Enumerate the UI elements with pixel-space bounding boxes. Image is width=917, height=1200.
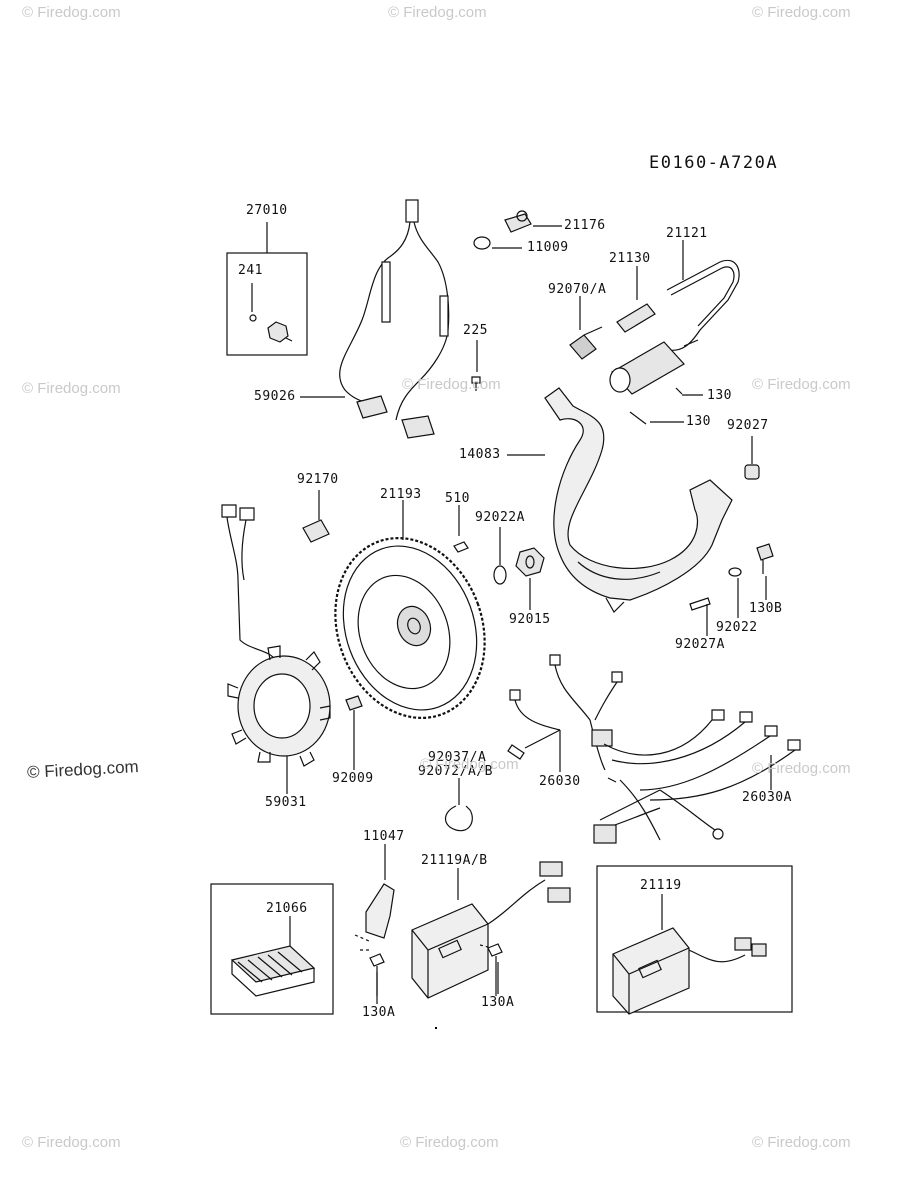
harness-59026-part [339,199,450,439]
label-59026: 59026 [254,389,296,404]
label-26030A: 26030A [742,790,792,805]
label-21066: 21066 [266,901,308,916]
key-510-part [453,541,469,553]
watermark: © Firedog.com [752,376,851,393]
spark-plug-92070-part [569,326,603,360]
washer-92022A-part [493,565,507,585]
label-92022: 92022 [716,620,758,635]
ring-11009-part [473,236,491,250]
regulator-21119AB-part [411,861,571,999]
label-14083: 14083 [459,447,501,462]
stray-dot [435,1027,437,1029]
kit-box-27010 [226,252,308,356]
regulator-21119-part [612,927,767,1015]
watermark: © Firedog.com [22,4,121,21]
label-92037: 92037/A [428,750,487,765]
plug-cap-21130-part [616,303,656,333]
drawing-code: E0160-A720A [649,153,779,173]
label-225: 225 [463,323,488,338]
watermark: © Firedog.com [22,380,121,397]
flywheel-cover-14083-part [544,387,733,613]
watermark: © Firedog.com [752,1134,851,1151]
watermark: © Firedog.com [752,760,851,777]
bolt-130-b-part [629,411,647,425]
rectifier-21066-part [230,945,316,997]
harness-26030A-part [593,709,801,844]
label-11009: 11009 [527,240,569,255]
kit-box-21119 [596,865,793,1013]
watermark: © Firedog.com [420,756,519,773]
flywheel-21193-part [334,537,486,719]
label-130-a: 130 [707,388,732,403]
label-21176: 21176 [564,218,606,233]
washer-92022-part [728,567,742,577]
label-241: 241 [238,263,263,278]
label-21121: 21121 [666,226,708,241]
bracket-11047-part [365,883,395,939]
bolt-130-a-part [675,387,683,395]
band-92037-part [444,805,473,832]
switch-21176-part [504,210,532,233]
sensor-241-part [249,314,293,343]
watermark: © Firedog.com [400,1134,499,1151]
label-26030: 26030 [539,774,581,789]
label-92015: 92015 [509,612,551,627]
label-130B: 130B [749,601,783,616]
label-11047: 11047 [363,829,405,844]
label-92070: 92070/A [548,282,607,297]
label-130-b: 130 [686,414,711,429]
label-21193: 21193 [380,487,422,502]
screw-225-part [471,376,481,391]
label-92170: 92170 [297,472,339,487]
dashed-assembly-lines [354,934,489,951]
label-21130: 21130 [609,251,651,266]
label-92022A: 92022A [475,510,525,525]
watermark: © Firedog.com [402,376,501,393]
bolt-130B-part [756,543,774,574]
label-92009: 92009 [332,771,374,786]
spacer-92027-part [744,464,760,480]
label-510: 510 [445,491,470,506]
label-130A-right: 130A [481,995,515,1010]
label-92072: 92072/A/B [418,764,493,779]
cable-21121-part [666,259,740,351]
label-59031: 59031 [265,795,307,810]
stator-59031-part [221,504,331,767]
watermark: © Firedog.com [752,4,851,21]
harness-26030-part [507,654,623,771]
label-130A-left: 130A [362,1005,396,1020]
label-92027: 92027 [727,418,769,433]
bolt-92027A-part [689,597,711,611]
watermark: © Firedog.com [388,4,487,21]
ignition-coil-part [609,339,699,395]
clip-92170-part [302,519,330,543]
label-21119: 21119 [640,878,682,893]
kit-box-21066 [210,883,334,1015]
label-92027A: 92027A [675,637,725,652]
label-21119AB: 21119A/B [421,853,488,868]
bolt-92009-part [345,695,363,734]
label-27010: 27010 [246,203,288,218]
nut-92015-part [515,547,545,577]
bolt-130A-right-part [487,943,503,996]
watermark: © Firedog.com [22,1134,121,1151]
